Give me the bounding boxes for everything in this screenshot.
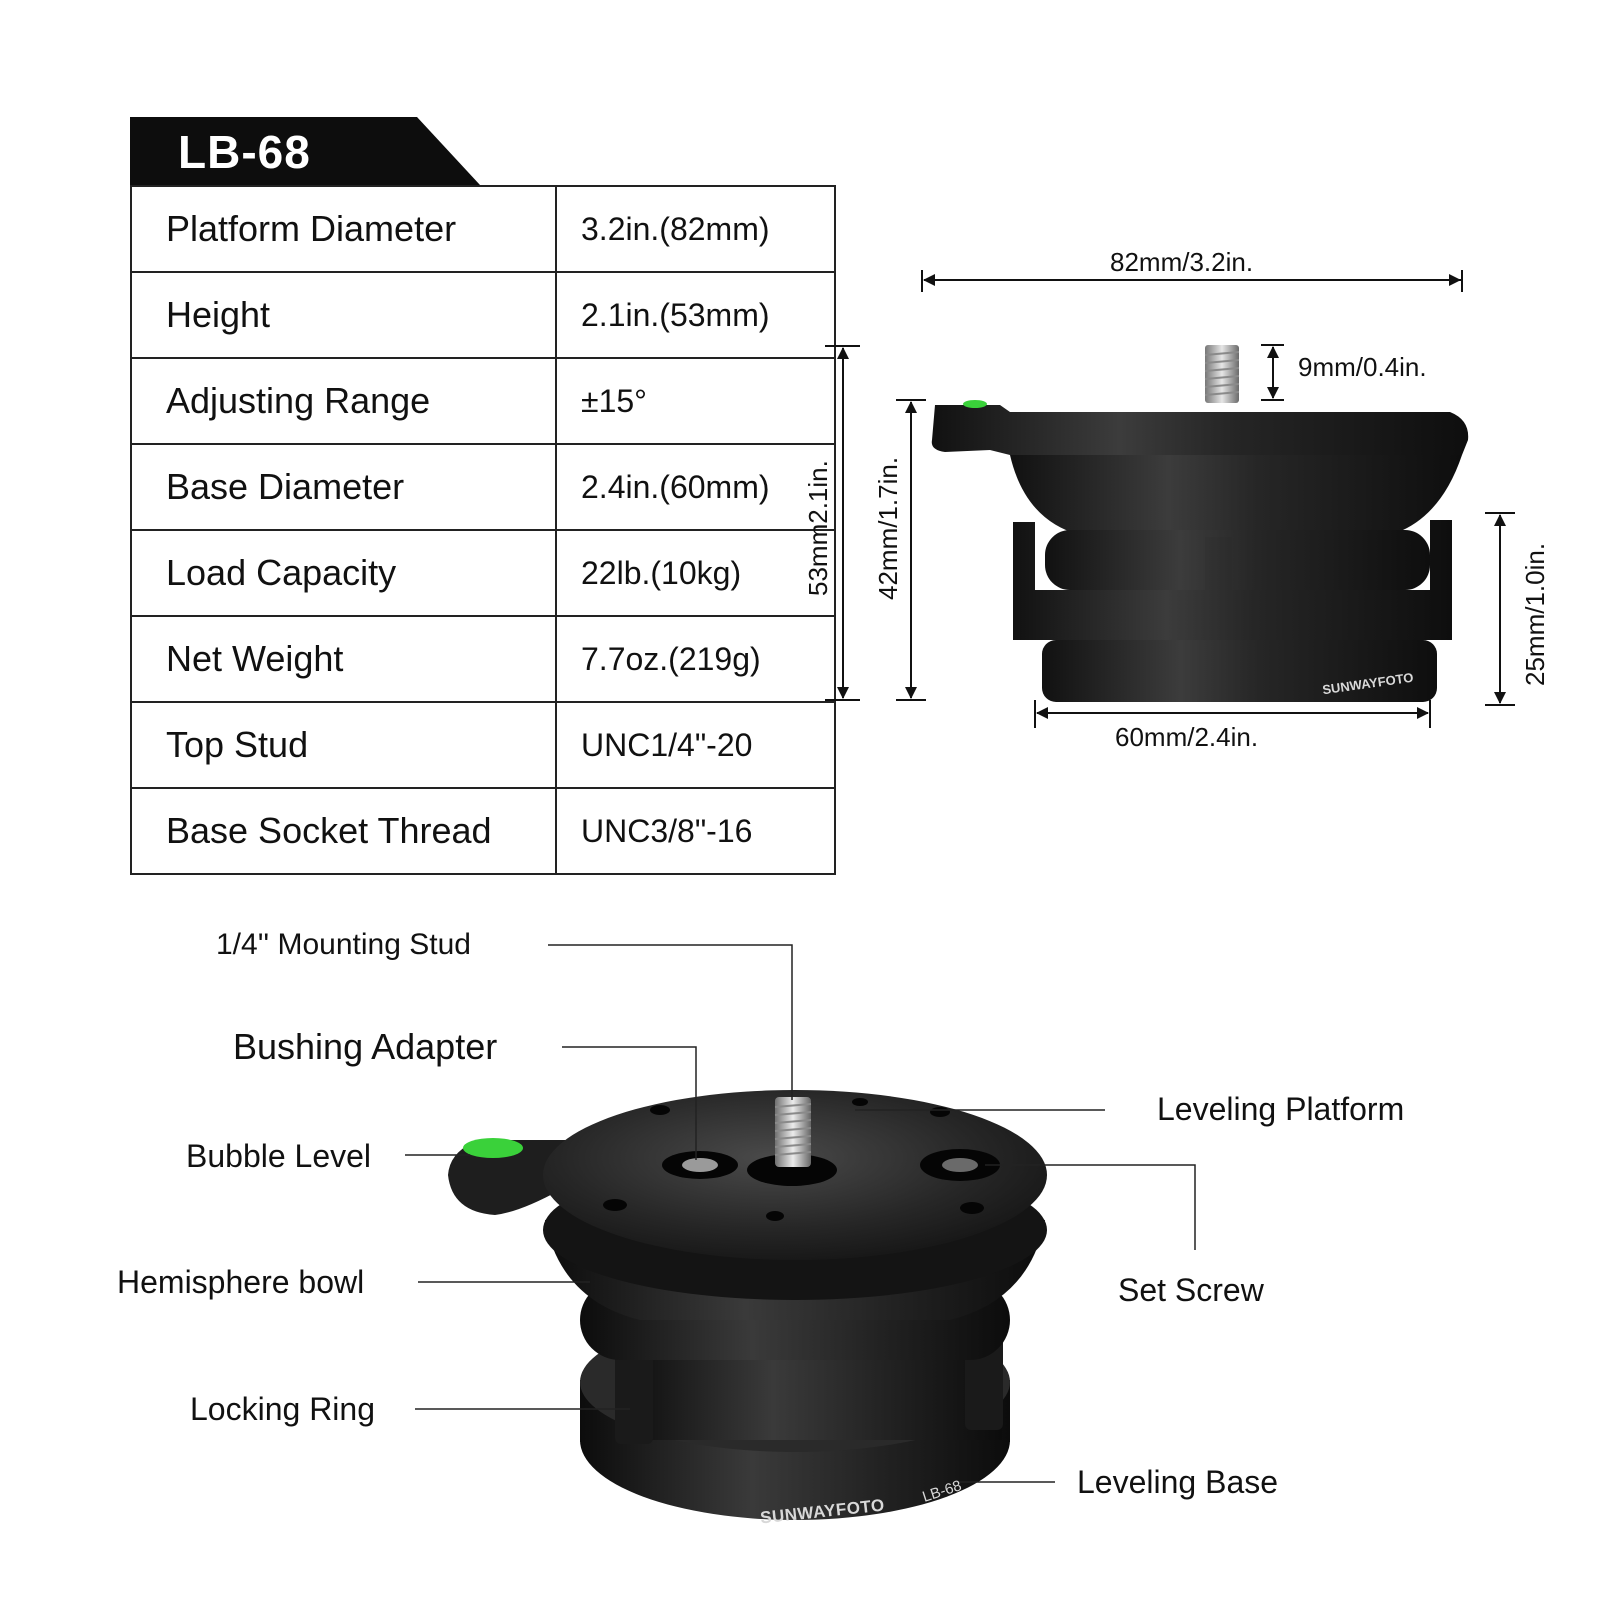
leveling-base-label: Leveling Base [1077,1464,1279,1500]
stud-height-dimension: 9mm/0.4in. [1298,352,1427,382]
bushing-adapter-label: Bushing Adapter [233,1026,498,1067]
spec-label: Base Diameter [130,443,557,531]
spec-value: 7.7oz.(219g) [555,615,836,703]
spec-value: 3.2in.(82mm) [555,185,836,273]
platform-width-dimension: 82mm/3.2in. [1110,247,1254,277]
bubble-level-label: Bubble Level [186,1138,372,1174]
table-row: Platform Diameter 3.2in.(82mm) [130,185,836,273]
side-view-leveling-base [931,345,1469,702]
table-row: Base Socket Thread UNC3/8"-16 [130,787,836,875]
title-tab-shape [130,117,480,185]
spec-label: Top Stud [130,701,557,789]
spec-value: UNC3/8"-16 [555,787,836,875]
table-row: Height 2.1in.(53mm) [130,271,836,359]
model-title-tab: LB-68 [130,117,480,185]
spec-value: ±15° [555,357,836,445]
table-row: Net Weight 7.7oz.(219g) [130,615,836,703]
spec-label: Height [130,271,557,359]
mounting-stud-label: 1/4'' Mounting Stud [216,928,471,961]
table-row: Top Stud UNC1/4"-20 [130,701,836,789]
spec-table: Platform Diameter 3.2in.(82mm) Height 2.… [130,185,836,875]
product-photo-leveling-base [448,1090,1047,1520]
model-title: LB-68 [178,126,311,178]
table-row: Adjusting Range ±15° [130,357,836,445]
spec-label: Platform Diameter [130,185,557,273]
set-screw-label: Set Screw [1118,1272,1264,1308]
table-row: Base Diameter 2.4in.(60mm) [130,443,836,531]
leveling-platform-label: Leveling Platform [1157,1091,1405,1127]
base-width-dimension: 60mm/2.4in. [1115,722,1259,752]
spec-value: 22lb.(10kg) [555,529,836,617]
spec-value: UNC1/4"-20 [555,701,836,789]
locking-ring-label: Locking Ring [190,1391,375,1427]
spec-label: Net Weight [130,615,557,703]
spec-label: Adjusting Range [130,357,557,445]
spec-label: Base Socket Thread [130,787,557,875]
spec-label: Load Capacity [130,529,557,617]
hemisphere-bowl-label: Hemisphere bowl [117,1264,365,1300]
spec-value: 2.4in.(60mm) [555,443,836,531]
spec-value: 2.1in.(53mm) [555,271,836,359]
table-row: Load Capacity 22lb.(10kg) [130,529,836,617]
